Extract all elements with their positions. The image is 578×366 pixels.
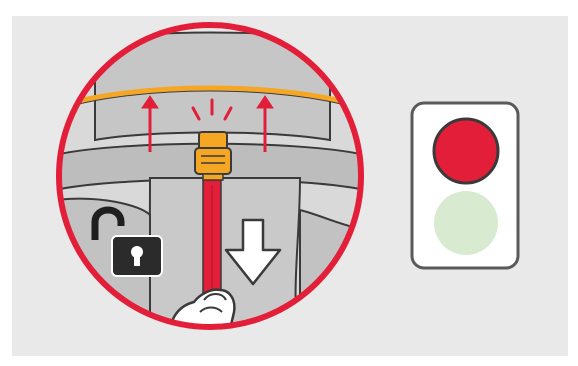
seat-detail-circle [55, 25, 365, 340]
harness-adjuster-buckle [195, 132, 231, 180]
red-light-icon [434, 119, 498, 183]
green-light-icon [434, 191, 498, 255]
status-indicator [412, 103, 518, 268]
